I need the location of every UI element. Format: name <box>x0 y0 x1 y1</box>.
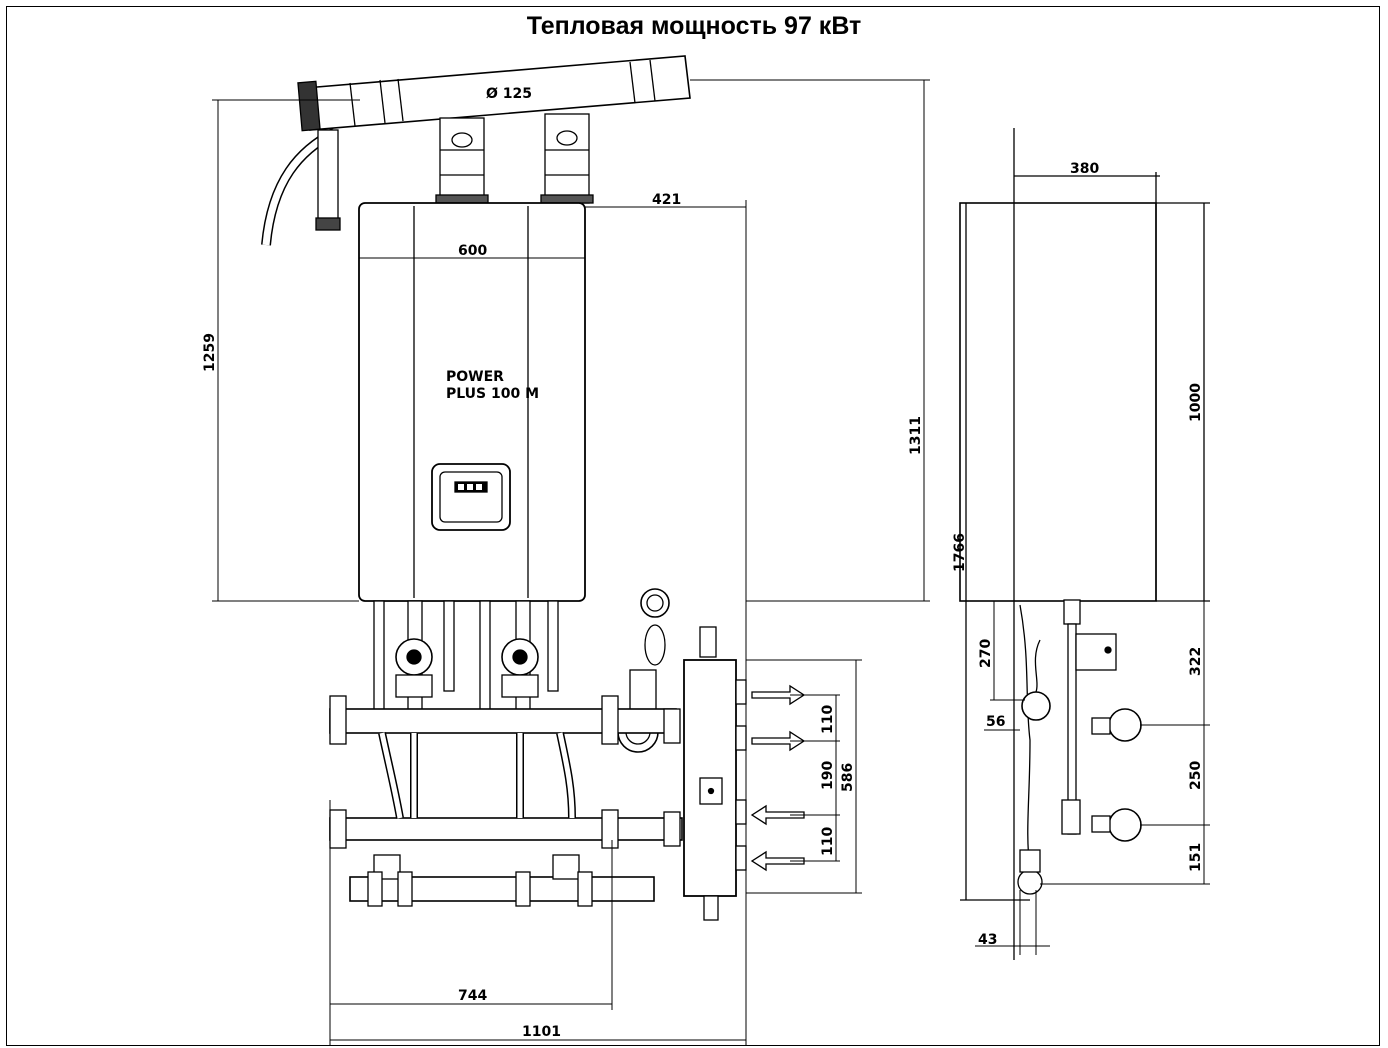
dim-1311: 1311 <box>908 416 924 455</box>
flow-arrows <box>750 684 806 872</box>
dim-250: 250 <box>1188 761 1204 790</box>
dim-270: 270 <box>978 639 994 668</box>
boiler-model-line1: POWER <box>446 369 504 385</box>
dim-1000: 1000 <box>1188 383 1204 422</box>
dim-380: 380 <box>1070 161 1099 177</box>
dim-586: 586 <box>840 763 856 792</box>
dim-744: 744 <box>458 988 487 1004</box>
dim-151: 151 <box>1188 843 1204 872</box>
dim-110-top: 110 <box>820 705 836 734</box>
dim-190: 190 <box>820 761 836 790</box>
dim-600: 600 <box>458 243 487 259</box>
dimension-labels: 600 421 1259 1311 1766 380 1000 270 56 3… <box>202 161 1204 1040</box>
bottom-pipe <box>349 854 655 907</box>
dim-1766: 1766 <box>952 533 968 572</box>
hydraulic-separator <box>683 659 747 921</box>
dim-1101: 1101 <box>522 1024 561 1040</box>
upper-manifold <box>329 695 681 745</box>
boiler-model-line2: PLUS 100 M <box>446 386 539 402</box>
flue-diameter-label: Ø 125 <box>486 86 532 102</box>
drawing-frame <box>6 6 1380 1046</box>
boiler-casing <box>358 202 586 602</box>
dim-110-bottom: 110 <box>820 827 836 856</box>
side-view <box>959 128 1210 960</box>
circulation-pumps <box>395 638 539 698</box>
dim-56: 56 <box>986 714 1005 730</box>
manifold-risers <box>378 732 576 819</box>
dim-43: 43 <box>978 932 997 948</box>
lower-manifold <box>329 809 683 849</box>
front-view: POWER PLUS 100 M Ø 125 <box>212 55 930 1045</box>
front-dimension-lines <box>212 79 930 1045</box>
dim-322: 322 <box>1188 647 1204 676</box>
dim-421: 421 <box>652 192 681 208</box>
dim-1259: 1259 <box>202 333 218 372</box>
drawing-title: Тепловая мощность 97 кВт <box>526 12 862 40</box>
